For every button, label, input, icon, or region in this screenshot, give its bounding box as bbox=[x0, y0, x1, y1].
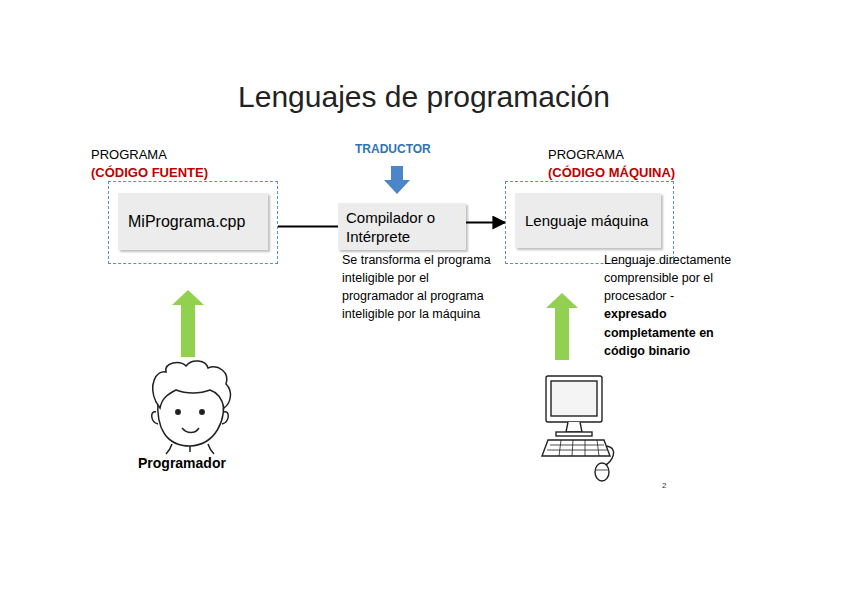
programmer-figure bbox=[152, 361, 231, 454]
up-arrow bbox=[546, 293, 578, 360]
box-text: Compilador o Intérprete bbox=[346, 208, 458, 246]
heading-text: (CÓDIGO MÁQUINA) bbox=[548, 164, 675, 182]
machine-note: Lenguaje directamente comprensible por e… bbox=[604, 251, 760, 305]
translator-label: TRADUCTOR bbox=[355, 141, 431, 158]
person-label: Programador bbox=[138, 453, 226, 473]
document-box: Lenguaje máquina bbox=[515, 193, 661, 248]
page-number: 2 bbox=[662, 480, 666, 492]
page-title: Lenguajes de programación bbox=[0, 80, 848, 114]
computer-figure bbox=[542, 376, 614, 481]
connector bbox=[466, 222, 505, 224]
frame-heading: PROGRAMA(CÓDIGO MÁQUINA) bbox=[548, 146, 675, 182]
document-box: Compilador o Intérprete bbox=[338, 203, 466, 250]
document-box: MiPrograma.cpp bbox=[118, 193, 268, 250]
up-arrow bbox=[172, 290, 204, 357]
frame-heading: PROGRAMA(CÓDIGO FUENTE) bbox=[91, 146, 208, 182]
heading-text: PROGRAMA bbox=[91, 146, 208, 164]
machine-note-bold: expresado completamente en código binari… bbox=[604, 305, 744, 359]
translator-note: Se transforma el programa inteligible po… bbox=[342, 251, 492, 324]
program-frame: PROGRAMA(CÓDIGO FUENTE)MiPrograma.cpp bbox=[108, 181, 278, 264]
down-arrow bbox=[384, 166, 410, 194]
heading-text: (CÓDIGO FUENTE) bbox=[91, 164, 208, 182]
box-text: Lenguaje máquina bbox=[525, 211, 648, 231]
heading-text: PROGRAMA bbox=[548, 146, 675, 164]
program-frame: PROGRAMA(CÓDIGO MÁQUINA)Lenguaje máquina bbox=[505, 181, 674, 264]
connector bbox=[278, 226, 338, 228]
box-text: MiPrograma.cpp bbox=[128, 212, 245, 232]
